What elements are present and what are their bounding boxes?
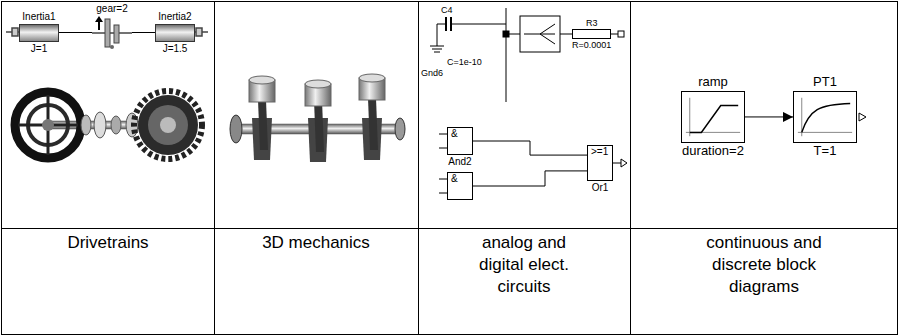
symbol-text: &: [451, 128, 469, 140]
or-gate: >=1Or1: [587, 144, 613, 194]
gear-block-shape: [92, 16, 132, 50]
parameter-value: Or1: [592, 182, 609, 194]
resistor-symbol-shape: [572, 29, 611, 39]
block-name: Inertia1: [22, 11, 55, 23]
connector: [473, 171, 587, 186]
symbol-text: >=1: [591, 146, 609, 158]
block-name: gear=2: [96, 3, 127, 15]
inertia-block: Inertia1J=1: [19, 11, 59, 54]
column-caption: continuous and discrete block diagrams: [694, 232, 834, 298]
parameter-value: J=1.5: [163, 43, 188, 55]
connector: [473, 141, 587, 155]
parameter-value: C=1e-10: [447, 57, 482, 67]
column-caption: analog and digital elect. circuits: [465, 232, 583, 298]
and-gate-shape: &: [447, 172, 473, 200]
ramp-block-shape: [681, 91, 745, 143]
block-name: PT1: [813, 75, 837, 90]
block-output: [859, 113, 866, 121]
and-gate: & And2: [447, 126, 473, 168]
component-name: Gnd6: [421, 68, 443, 78]
connector: [132, 32, 155, 33]
resistor-symbol: R3R=0.0001: [572, 18, 611, 51]
inertia-block: Inertia2J=1.5: [155, 11, 195, 54]
column-caption: 3D mechanics: [216, 232, 416, 254]
parameter-value: R=0.0001: [572, 40, 611, 50]
parameter-value: T=1: [814, 144, 837, 159]
pt1-symbol: [794, 92, 856, 142]
column-caption: Drivetrains: [8, 232, 208, 254]
and-gate: &: [447, 171, 473, 201]
symbol-text: &: [451, 173, 469, 185]
block-name: ramp: [698, 75, 728, 90]
parameter-value: duration=2: [682, 144, 744, 159]
ramp-block: ramp duration=2: [681, 75, 745, 159]
parameter-value: And2: [448, 156, 471, 168]
and-gate-shape: &: [447, 127, 473, 155]
pt1-block: PT1T=1: [793, 75, 857, 159]
ramp-symbol: [682, 92, 744, 142]
inertia-block-shape: [19, 24, 59, 42]
parameter-value: J=1: [31, 43, 47, 55]
connector: [745, 116, 793, 117]
pt1-block-shape: [793, 91, 857, 143]
component-name: C4: [441, 5, 453, 15]
connector: [59, 32, 92, 33]
crankshaft-3d: [230, 74, 405, 162]
gear-block: gear=2: [92, 3, 132, 51]
inertia-block-shape: [155, 24, 195, 42]
or-gate-shape: >=1: [587, 145, 613, 181]
gear-symbol: [92, 16, 132, 50]
block-name: Inertia2: [158, 11, 191, 23]
block-name: R3: [586, 18, 598, 28]
analog-circuit: [430, 8, 624, 102]
drivetrain-3d: [15, 91, 202, 159]
